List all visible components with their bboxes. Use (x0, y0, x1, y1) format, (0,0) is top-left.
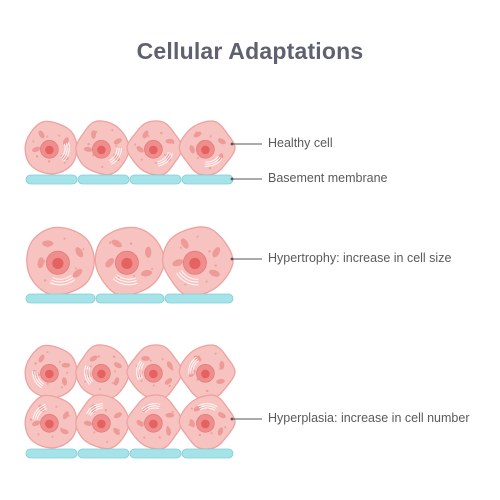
healthy-cells-row (24, 120, 236, 176)
endoplasmic-reticulum (136, 360, 145, 381)
cell-icon (75, 344, 130, 400)
endoplasmic-reticulum (32, 404, 47, 420)
nucleus-icon (144, 364, 163, 383)
basement-membrane-icon (181, 448, 234, 459)
label-basement-membrane: Basement membrane (268, 171, 388, 185)
leader-lines (230, 142, 262, 421)
cell-icon (161, 226, 234, 297)
cell-icon (178, 120, 236, 176)
endoplasmic-reticulum (141, 403, 161, 413)
cell-icon (178, 344, 236, 400)
basement-membrane-icon (129, 174, 182, 185)
basement-membranes (25, 174, 234, 459)
label-hyperplasia: Hyperplasia: increase in cell number (268, 411, 470, 425)
cytoplasm-granules (34, 350, 69, 389)
basement-membrane-icon (25, 174, 78, 185)
hyperplasia-cells-row (24, 344, 236, 450)
nucleus-icon (144, 414, 163, 433)
endoplasmic-reticulum (197, 403, 218, 411)
endoplasmic-reticulum (86, 403, 103, 417)
endoplasmic-reticulum (84, 365, 94, 385)
endoplasmic-reticulum (32, 370, 45, 389)
endoplasmic-reticulum (49, 274, 76, 286)
cell-icon (75, 394, 130, 450)
cell-icon (126, 394, 183, 450)
nucleus-icon (45, 250, 70, 275)
organelles (172, 238, 221, 277)
nucleus-icon (92, 140, 111, 159)
cell-icon (75, 120, 130, 176)
basement-membrane-icon (25, 293, 96, 304)
organelles (105, 239, 153, 277)
cytoplasm-granules (84, 355, 117, 391)
nucleus-icon (196, 140, 215, 159)
endoplasmic-reticulum (157, 151, 174, 167)
cell-icon (126, 120, 183, 176)
basement-membrane-icon (164, 293, 234, 304)
cell-icon (94, 226, 165, 297)
label-healthy-cell: Healthy cell (268, 136, 333, 150)
endoplasmic-reticulum (176, 270, 199, 286)
cell-icon (24, 394, 78, 449)
nucleus-icon (40, 140, 59, 159)
nucleus-icon (182, 250, 207, 275)
organelles (37, 240, 84, 278)
basement-membrane-icon (95, 293, 165, 304)
nucleus-icon (144, 140, 163, 159)
basement-membrane-icon (129, 448, 182, 459)
cell-icon (126, 344, 183, 400)
basement-membrane-icon (25, 448, 78, 459)
endoplasmic-reticulum (112, 274, 138, 286)
endoplasmic-reticulum (204, 155, 223, 167)
cell-icon (24, 120, 78, 175)
cell-icon (26, 226, 95, 296)
endoplasmic-reticulum (188, 356, 200, 375)
basement-membrane-icon (77, 448, 130, 459)
nucleus-icon (40, 364, 59, 383)
nucleus-icon (92, 364, 111, 383)
organelles (189, 405, 226, 436)
diagram-title: Cellular Adaptations (136, 38, 364, 64)
endoplasmic-reticulum (60, 142, 70, 162)
label-hypertrophy: Hypertrophy: increase in cell size (268, 251, 452, 265)
cell-icon (24, 344, 78, 399)
nucleus-icon (114, 250, 139, 275)
basement-membrane-icon (181, 174, 234, 185)
hypertrophy-cells-row (26, 226, 234, 297)
basement-membrane-icon (77, 174, 130, 185)
nucleus-icon (196, 364, 215, 383)
nucleus-icon (92, 414, 111, 433)
nucleus-icon (40, 414, 59, 433)
cell-icon (178, 394, 236, 450)
stock-id: 724911405 (0, 360, 1, 420)
nucleus-icon (196, 414, 215, 433)
endoplasmic-reticulum (109, 147, 122, 165)
